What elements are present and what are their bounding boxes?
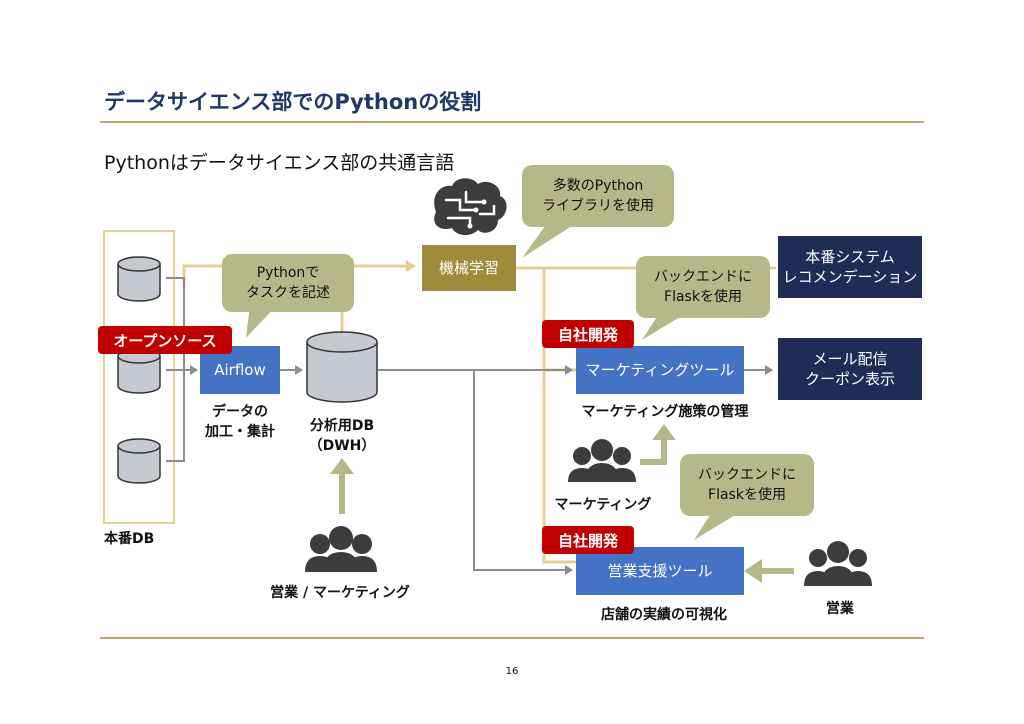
bubble-flask-marketing: バックエンドに Flaskを使用 bbox=[636, 256, 770, 318]
sales-people-label: 営業 bbox=[826, 601, 854, 617]
store-viz-label: 店舗の実績の可視化 bbox=[601, 607, 727, 623]
page-number: 16 bbox=[505, 666, 519, 677]
database-icon bbox=[306, 331, 378, 403]
marketing-tool-box: マーケティングツール bbox=[576, 346, 744, 394]
footer-rule bbox=[100, 637, 924, 639]
bubble-python-tasks: Pythonで タスクを記述 bbox=[222, 254, 354, 312]
arrow-sales-users-head bbox=[744, 559, 762, 583]
people-icon bbox=[568, 439, 636, 482]
database-icon bbox=[117, 438, 161, 484]
bubble-many-libs: 多数のPython ライブラリを使用 bbox=[522, 165, 674, 227]
data-processing-label: データの 加工・集計 bbox=[205, 404, 275, 440]
bubble-tail-python-tasks bbox=[246, 304, 278, 338]
marketing-mgmt-label: マーケティング施策の管理 bbox=[581, 404, 749, 420]
bubble-tail-many-libs bbox=[522, 222, 578, 258]
arrow-marketing-users-head bbox=[652, 424, 676, 440]
oss-tag: オープンソース bbox=[98, 326, 232, 354]
connector-ml-sales bbox=[542, 268, 576, 564]
database-icon bbox=[117, 256, 161, 302]
bubble-tail-flask2 bbox=[694, 512, 740, 540]
slide-subtitle: Pythonはデータサイエンス部の共通言語 bbox=[104, 152, 455, 174]
ml-box: 機械学習 bbox=[422, 245, 516, 291]
sales-tool-box: 営業支援ツール bbox=[576, 547, 744, 595]
bubble-flask-sales: バックエンドに Flaskを使用 bbox=[680, 454, 814, 516]
inhouse-tag-sales: 自社開発 bbox=[542, 526, 634, 554]
brain-icon bbox=[434, 178, 507, 236]
title-rule bbox=[100, 121, 924, 123]
inhouse-tag-marketing: 自社開発 bbox=[542, 320, 634, 348]
marketing-people-label: マーケティング bbox=[554, 497, 652, 513]
sales-marketing-label: 営業 / マーケティング bbox=[270, 585, 410, 601]
prod-db-bracket bbox=[103, 230, 175, 524]
airflow-box: Airflow bbox=[200, 346, 280, 394]
prod-system-box: 本番システム レコメンデーション bbox=[778, 236, 922, 298]
arrow-dwh-sales bbox=[473, 370, 573, 575]
arrow-marketing-users bbox=[640, 436, 667, 465]
bubble-tail-flask1 bbox=[642, 312, 688, 340]
mail-box: メール配信 クーポン表示 bbox=[778, 338, 922, 400]
dwh-label: 分析用DB （DWH） bbox=[308, 418, 376, 454]
prod-db-label: 本番DB bbox=[104, 531, 155, 547]
people-icon bbox=[305, 526, 377, 572]
arrow-users-dwh-head bbox=[330, 458, 354, 474]
database-icon bbox=[117, 348, 161, 394]
db-connector-bracket bbox=[166, 277, 185, 462]
slide-title: データサイエンス部でのPythonの役割 bbox=[104, 90, 482, 114]
people-icon bbox=[804, 541, 872, 586]
